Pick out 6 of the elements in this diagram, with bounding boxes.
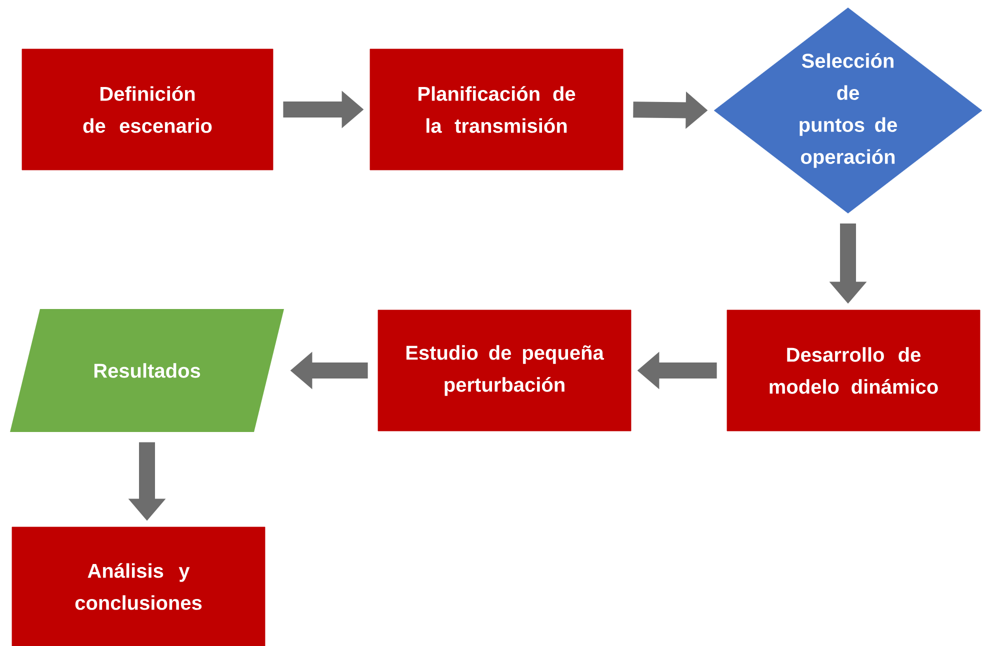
process-box: Estudio de pequeña perturbación (378, 310, 632, 432)
data-parallelogram: Resultados (10, 309, 284, 432)
process-box: Análisis y conclusiones (12, 526, 266, 646)
process-box: Desarrollo de modelo dinámico (726, 310, 980, 432)
process-box: Planificación de la transmisión (370, 48, 624, 170)
process-box: Definición de escenario (22, 48, 274, 170)
